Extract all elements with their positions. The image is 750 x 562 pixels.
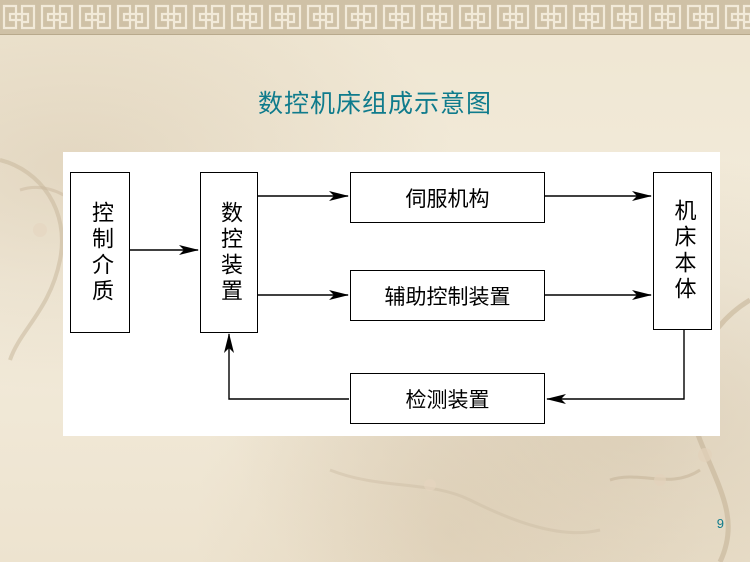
node-machine-body: 机床本体 — [653, 172, 712, 330]
pattern-icon — [0, 0, 750, 34]
node-servo-label: 伺服机构 — [405, 186, 490, 211]
arrow-detection-to-nc — [224, 333, 349, 400]
node-nc-device-label: 数控装置 — [217, 200, 242, 305]
node-detection: 检测装置 — [350, 373, 545, 424]
node-nc-device: 数控装置 — [200, 172, 258, 333]
node-control-medium-label: 控制介质 — [88, 200, 113, 305]
node-control-medium: 控制介质 — [70, 172, 130, 333]
ornamental-border — [0, 0, 750, 35]
node-servo: 伺服机构 — [350, 172, 545, 223]
diagram-connectors — [130, 191, 685, 404]
diagram-panel: 控制介质 数控装置 伺服机构 辅助控制装置 机床本体 检测装置 — [63, 152, 720, 436]
arrow-machine-to-detection — [546, 330, 685, 404]
node-auxiliary: 辅助控制装置 — [350, 270, 545, 321]
page-number: 9 — [716, 516, 724, 531]
node-detection-label: 检测装置 — [405, 387, 490, 412]
slide-title: 数控机床组成示意图 — [257, 89, 492, 118]
node-machine-body-label: 机床本体 — [670, 199, 696, 303]
node-auxiliary-label: 辅助控制装置 — [384, 284, 511, 309]
